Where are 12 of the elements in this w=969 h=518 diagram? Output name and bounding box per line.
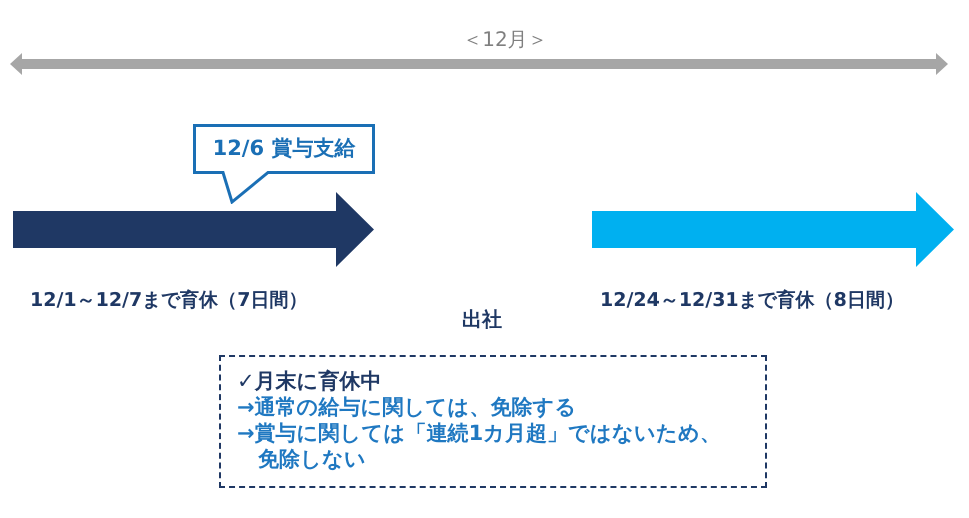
status-label: 出社 <box>462 306 502 332</box>
note-heading: ✓月末に育休中 <box>237 368 382 394</box>
note-box <box>219 355 767 488</box>
note-line: →賞与に関しては「連続1カ月超」ではないため、免除しない <box>237 420 722 472</box>
block-arrow <box>13 192 374 267</box>
month-label: ＜12月＞ <box>462 26 548 52</box>
block-arrow <box>592 192 954 267</box>
period-label: 12/1～12/7まで育休（7日間） <box>30 288 308 313</box>
period-label: 12/24～12/31まで育休（8日間） <box>600 288 904 313</box>
speech-bubble <box>193 124 375 204</box>
callout-text: 12/6 賞与支給 <box>212 135 356 161</box>
note-line: →通常の給与に関しては、免除する <box>237 394 577 420</box>
